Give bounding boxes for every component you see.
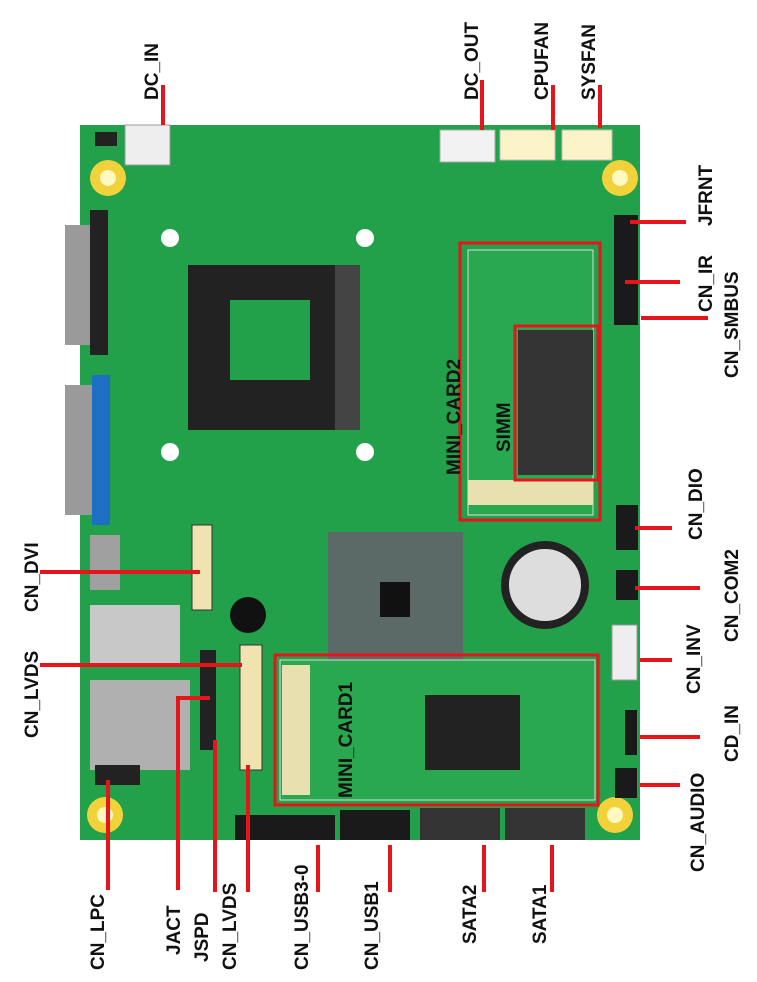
usb1-header <box>340 810 410 840</box>
label-cn-smbus: CN_SMBUS <box>722 271 743 378</box>
inv-connector <box>611 624 638 681</box>
cpu-socket <box>188 265 360 430</box>
label-sata2: SATA2 <box>460 885 481 944</box>
sysfan-connector <box>561 129 613 161</box>
cd-in-header <box>625 710 637 755</box>
jfrnt-header <box>614 215 638 325</box>
com2-header <box>616 570 638 600</box>
simm-holder <box>518 330 593 475</box>
sata2-connector <box>420 808 500 840</box>
label-cn-usb1: CN_USB1 <box>362 881 383 970</box>
label-cn-lvds-left: CN_LVDS <box>22 651 43 738</box>
mounting-holes <box>87 160 638 833</box>
mini-card1-edge <box>282 665 310 795</box>
rear-io <box>65 210 190 785</box>
lvds-header <box>239 644 263 771</box>
label-dc-out: DC_OUT <box>462 21 483 100</box>
label-cn-lvds-bottom: CN_LVDS <box>220 883 241 970</box>
label-cn-com2: CN_COM2 <box>722 549 743 642</box>
dio-header <box>616 505 638 550</box>
label-cpufan: CPUFAN <box>532 22 553 100</box>
label-cn-dvi: CN_DVI <box>22 542 43 612</box>
label-cn-usb3-0: CN_USB3-0 <box>292 864 313 970</box>
label-cn-audio: CN_AUDIO <box>688 773 709 872</box>
label-jfrnt: JFRNT <box>696 164 717 226</box>
cpufan-connector <box>499 129 556 161</box>
super-io-chip <box>425 695 520 770</box>
battery <box>501 541 589 629</box>
leader-lines <box>40 80 708 892</box>
label-mini-card2: MINI_CARD2 <box>444 359 465 475</box>
label-dc-in: DC_IN <box>142 43 163 100</box>
label-jspd: JSPD <box>192 912 213 962</box>
label-simm: SIMM <box>494 402 515 452</box>
label-sysfan: SYSFAN <box>579 24 600 100</box>
label-cn-inv: CN_INV <box>684 624 705 694</box>
jumper-top <box>95 132 117 146</box>
label-jact: JACT <box>164 905 185 955</box>
label-cn-lpc: CN_LPC <box>88 894 109 970</box>
sata1-connector <box>505 808 585 840</box>
mini-card1-outline <box>273 653 600 807</box>
label-cn-ir: CN_IR <box>696 255 717 312</box>
chipset-die <box>380 582 410 617</box>
label-mini-card1: MINI_CARD1 <box>336 681 357 798</box>
mini-card2-outline <box>458 241 602 522</box>
dc-in-connector <box>124 124 171 166</box>
audio-header <box>615 768 637 798</box>
simm-outline <box>513 324 600 482</box>
label-cd-in: CD_IN <box>722 705 743 762</box>
dc-out-connector <box>439 129 496 163</box>
dvi-header <box>191 524 213 611</box>
label-sata1: SATA1 <box>530 884 551 944</box>
usb3-0-header <box>235 815 335 840</box>
label-cn-dio: CN_DIO <box>686 468 707 540</box>
mini-card2-edge <box>468 480 593 505</box>
buzzer <box>230 597 266 633</box>
